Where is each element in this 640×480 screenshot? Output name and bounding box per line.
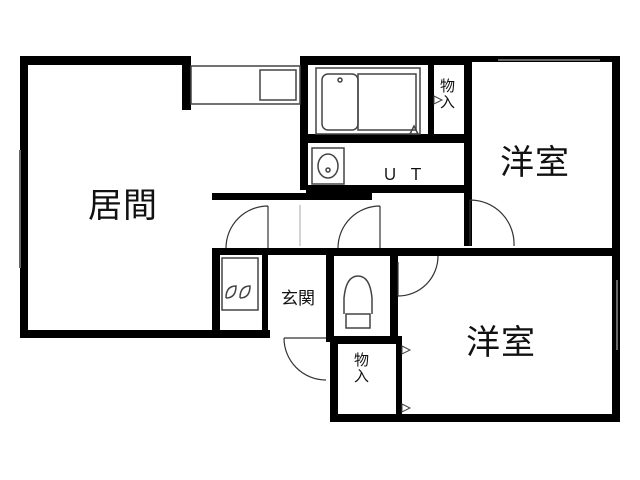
closet-markers: [401, 95, 444, 413]
room-label-western-top: 洋室: [500, 143, 570, 183]
bathtub: [315, 67, 421, 135]
interior-walls: [182, 56, 614, 422]
shoe-cabinet: [221, 257, 259, 311]
room-label-storage-top: 物入: [438, 78, 456, 110]
room-label-utility: ＵＴ: [382, 165, 435, 184]
windows: [19, 59, 618, 350]
doors: [225, 199, 515, 381]
exterior-walls: [20, 56, 620, 422]
room-label-storage-bottom: 物入: [352, 352, 370, 384]
toilet: [343, 275, 373, 329]
room-label-living: 居間: [88, 186, 158, 226]
kitchen-counter: [190, 65, 301, 105]
room-label-entrance: 玄関: [281, 289, 315, 309]
room-label-western-bottom: 洋室: [466, 323, 536, 363]
washbasin: [311, 147, 345, 185]
